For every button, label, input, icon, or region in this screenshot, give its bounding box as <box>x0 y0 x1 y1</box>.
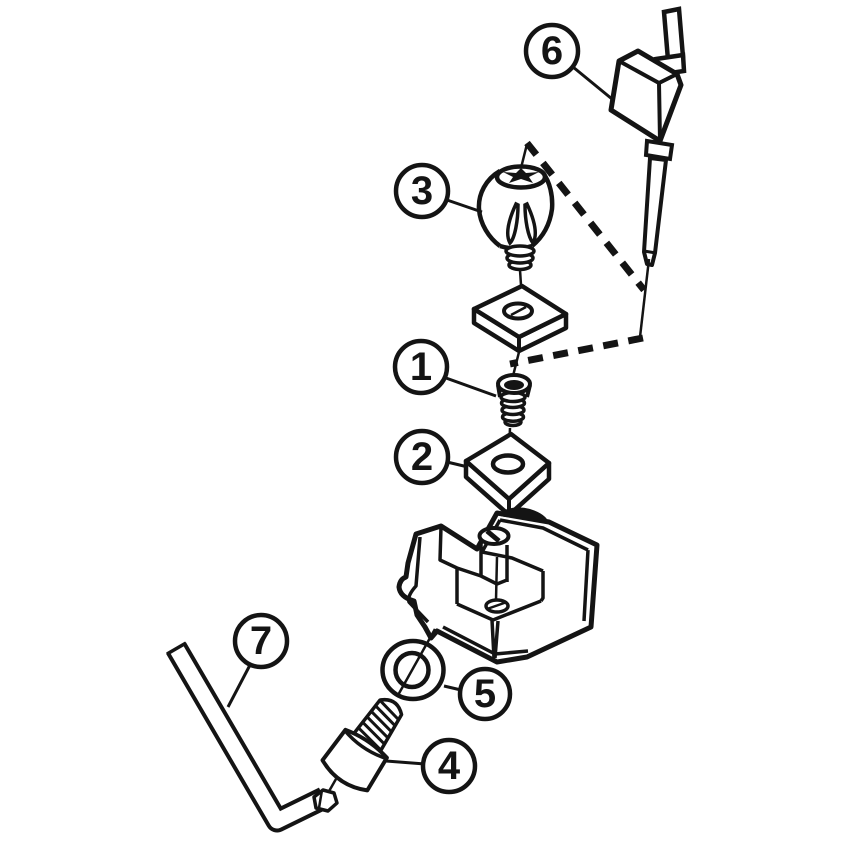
callout-7: 7 <box>226 612 290 708</box>
cartridge-counterbore-mark <box>485 529 501 543</box>
clamp-plate-hole-mark <box>510 305 527 317</box>
callout-5-number: 5 <box>474 672 496 716</box>
callout-2-balloon <box>393 428 451 486</box>
torque-key-tip-stub <box>661 6 686 63</box>
callout-3: 3 <box>393 162 483 220</box>
alignment-lines <box>509 140 651 368</box>
callout-3-balloon <box>393 162 451 220</box>
clamp-knob <box>476 164 555 286</box>
hex-key-arm-fill <box>169 644 328 829</box>
cutting-insert <box>463 431 552 554</box>
knob-grip-lobes <box>506 201 537 247</box>
cartridge-screw-hole-mark <box>486 600 508 611</box>
insert-hole <box>490 453 526 475</box>
torque-key <box>608 6 687 267</box>
callout-4: 4 <box>385 737 478 795</box>
knob-thread-ring <box>504 244 536 258</box>
torque-key-handle <box>608 48 684 144</box>
callout-6-number: 6 <box>541 29 563 73</box>
dashed-line-to-screw <box>509 334 644 368</box>
callout-2-leader <box>446 460 469 469</box>
callout-5-balloon <box>457 666 513 722</box>
callout-1-balloon <box>392 338 450 396</box>
knob-apex-line <box>519 143 529 169</box>
callout-4-balloon <box>420 737 478 795</box>
callout-6: 6 <box>523 22 613 101</box>
knob-axis-line <box>518 269 523 286</box>
callout-6-leader <box>572 65 613 101</box>
callout-7-leader <box>226 664 252 708</box>
torque-key-shaft-collar <box>643 138 675 162</box>
callouts: 1 2 3 4 5 6 7 <box>226 22 613 795</box>
torque-key-handle-edges <box>618 59 678 142</box>
callout-1: 1 <box>392 338 497 398</box>
clamp-screw-thread-lines <box>357 698 401 752</box>
callout-3-leader <box>446 198 483 214</box>
hex-key-tip-hexagon <box>312 788 339 813</box>
callout-2-number: 2 <box>411 435 433 479</box>
callout-6-balloon <box>523 22 581 80</box>
washer <box>380 628 446 702</box>
callout-7-balloon <box>232 612 290 670</box>
cartridge-pocket-lip <box>497 507 549 523</box>
hex-key-tip-facet <box>317 789 324 809</box>
cartridge-silhouette <box>396 510 600 665</box>
callout-5: 5 <box>443 666 513 722</box>
torque-key-shaft-tick <box>643 249 657 255</box>
clamp-screw-head <box>320 727 389 793</box>
shaft-axis-line <box>638 258 651 338</box>
washer-axis-line <box>395 628 437 698</box>
callout-4-leader <box>385 759 426 766</box>
clamp-screw-head-ring <box>343 729 387 761</box>
cartridge-body <box>396 507 600 665</box>
knob-torx-star <box>503 168 539 183</box>
torque-key-shaft <box>642 156 668 267</box>
cartridge-axis-line <box>494 556 499 601</box>
clamp-plate <box>471 283 569 377</box>
callout-2: 2 <box>393 428 469 486</box>
callout-3-number: 3 <box>411 169 433 213</box>
clamp-plate-axis-line <box>511 351 521 377</box>
dashed-line-to-knob <box>524 140 647 293</box>
callout-1-leader <box>445 376 497 398</box>
callout-1-number: 1 <box>410 345 432 389</box>
insert-screw <box>496 373 532 474</box>
insert-screw-drive <box>504 380 524 390</box>
callout-7-number: 7 <box>250 619 272 663</box>
hex-key-end-cap <box>166 641 187 656</box>
callout-4-number: 4 <box>438 744 461 788</box>
hex-key <box>166 641 339 833</box>
clamp-screw <box>320 697 404 793</box>
